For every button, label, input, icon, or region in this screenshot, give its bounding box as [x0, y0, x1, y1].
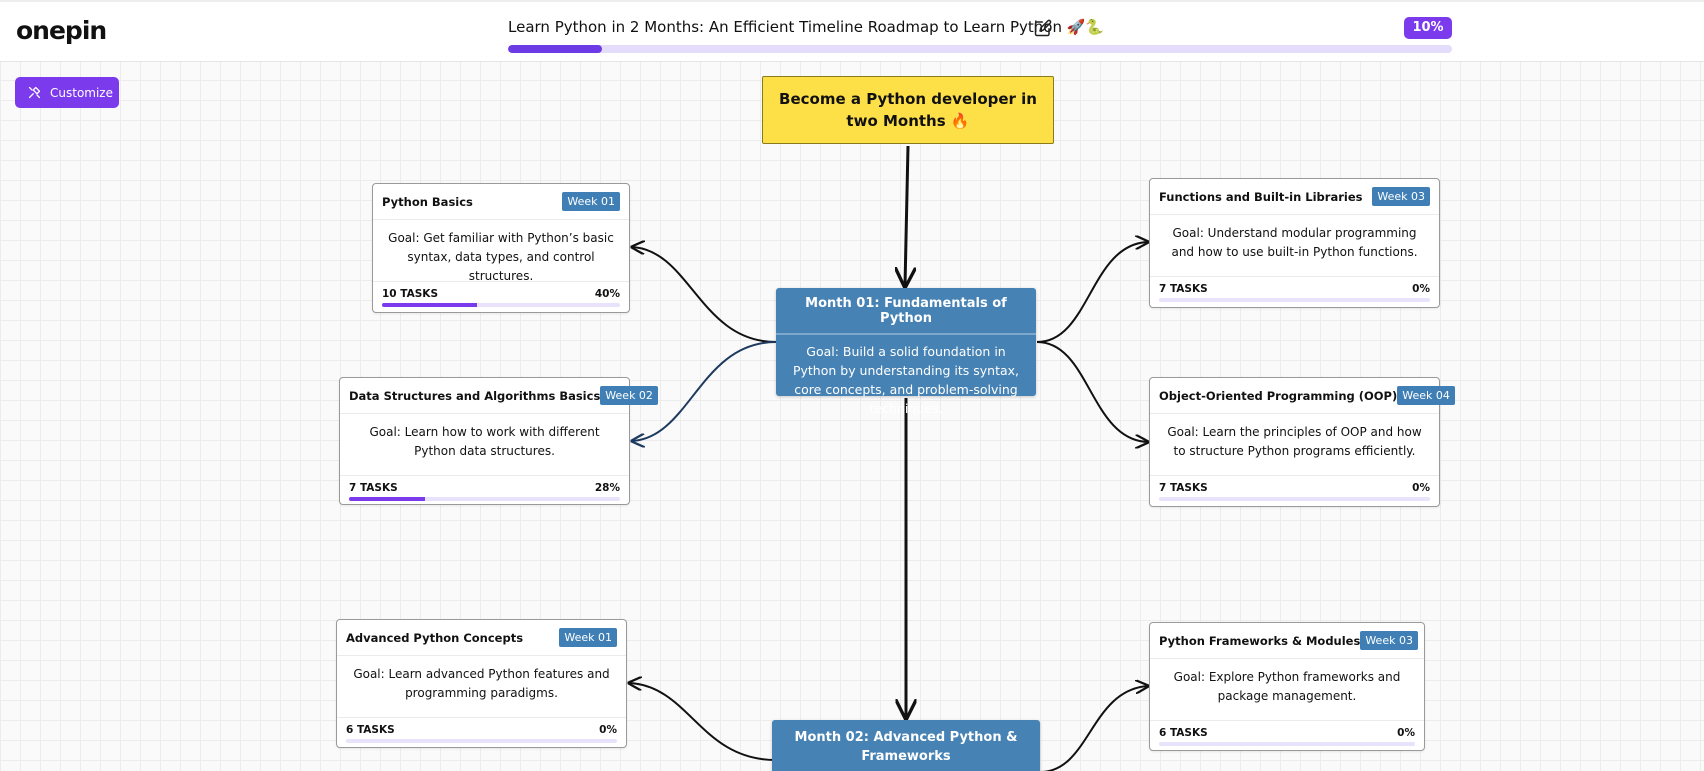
top-bar: onepin Learn Python in 2 Months: An Effi… — [0, 0, 1704, 62]
card-progress-fill — [349, 497, 425, 501]
card-progress-bar — [346, 739, 617, 743]
topic-card-python-basics[interactable]: Python Basics Week 01 Goal: Get familiar … — [372, 183, 630, 313]
week-badge: Week 01 — [559, 628, 617, 647]
progress-badge: 10% — [1404, 17, 1452, 39]
week-badge: Week 03 — [1360, 631, 1418, 650]
card-goal: Goal: Learn advanced Python features and… — [337, 656, 626, 718]
task-count: 6 TASKS — [346, 724, 395, 736]
task-count: 7 TASKS — [349, 482, 398, 494]
card-percent: 0% — [1412, 283, 1430, 295]
card-title: Object-Oriented Programming (OOP) — [1159, 388, 1398, 403]
week-badge: Week 03 — [1372, 187, 1430, 206]
month-node-goal: Goal: Build a solid foundation in Python… — [792, 344, 1020, 416]
card-progress-bar — [382, 303, 620, 307]
task-count: 10 TASKS — [382, 288, 439, 300]
month-node-title: Month 02: Advanced Python & Frameworks — [794, 730, 1018, 764]
month-node-02[interactable]: Month 02: Advanced Python & Frameworks — [772, 720, 1040, 771]
card-goal: Goal: Learn the principles of OOP and ho… — [1150, 414, 1439, 476]
connector-month1-python-basics — [632, 247, 777, 343]
task-count: 7 TASKS — [1159, 482, 1208, 494]
card-percent: 0% — [1412, 482, 1430, 494]
card-percent: 28% — [594, 482, 620, 494]
week-badge: Week 02 — [600, 386, 658, 405]
connector-month2-advanced — [629, 683, 777, 761]
root-node-label: Become a Python developer in two Months … — [779, 90, 1037, 130]
connector-month2-frameworks — [1039, 686, 1148, 771]
card-goal: Goal: Understand modular programming and… — [1150, 215, 1439, 277]
task-count: 6 TASKS — [1159, 727, 1208, 739]
connector-root-month1 — [905, 145, 908, 286]
month-node-title: Month 01: Fundamentals of Python — [776, 288, 1036, 335]
customize-label: Customize — [50, 85, 113, 100]
connector-month1-data-structures — [632, 341, 777, 441]
logo[interactable]: onepin — [16, 16, 107, 45]
card-percent: 40% — [594, 288, 620, 300]
customize-button[interactable]: Customize — [15, 77, 119, 108]
palette-icon — [28, 86, 41, 99]
card-progress-bar — [1159, 298, 1430, 302]
card-percent: 0% — [1397, 727, 1415, 739]
card-progress-bar — [349, 497, 620, 501]
task-count: 7 TASKS — [1159, 283, 1208, 295]
card-goal: Goal: Explore Python frameworks and pack… — [1150, 659, 1424, 721]
connector-month1-functions — [1036, 242, 1148, 343]
week-badge: Week 01 — [562, 192, 620, 211]
card-goal: Goal: Get familiar with Python’s basic s… — [373, 220, 629, 283]
card-title: Python Basics — [382, 194, 473, 209]
roadmap-progress-fill — [508, 45, 603, 53]
edit-icon[interactable] — [1034, 19, 1052, 37]
topic-card-advanced-concepts[interactable]: Advanced Python Concepts Week 01 Goal: Le… — [336, 619, 627, 748]
card-percent: 0% — [599, 724, 617, 736]
card-progress-fill — [382, 303, 478, 307]
root-node[interactable]: Become a Python developer in two Months … — [762, 76, 1054, 144]
connector-month1-oop — [1036, 341, 1148, 442]
card-progress-bar — [1159, 742, 1415, 746]
card-goal: Goal: Learn how to work with different P… — [340, 414, 629, 476]
card-title: Python Frameworks & Modules — [1159, 633, 1361, 648]
month-node-01[interactable]: Month 01: Fundamentals of Python Goal: B… — [776, 288, 1036, 416]
roadmap-progress-bar — [508, 45, 1452, 53]
card-title: Functions and Built-in Libraries — [1159, 189, 1363, 204]
topic-card-oop[interactable]: Object-Oriented Programming (OOP)Week 04… — [1149, 377, 1455, 507]
card-title: Advanced Python Concepts — [346, 630, 524, 645]
card-title: Data Structures and Algorithms Basics — [349, 388, 601, 403]
week-badge: Week 04 — [1397, 386, 1455, 405]
roadmap-title: Learn Python in 2 Months: An Efficient T… — [508, 18, 1105, 36]
card-progress-bar — [1159, 497, 1430, 501]
